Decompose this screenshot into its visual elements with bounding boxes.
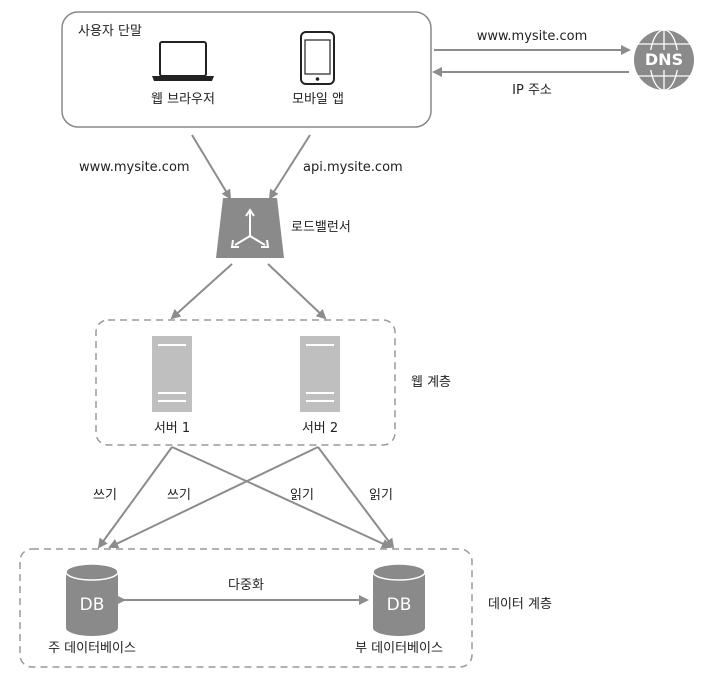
write1-label: 쓰기 — [93, 488, 117, 503]
dns-globe-icon — [634, 29, 694, 91]
server1-icon — [152, 336, 192, 412]
primary-db-icon: DB — [65, 563, 119, 636]
user-terminal-box — [61, 11, 432, 128]
web-browser-label: 웹 브라우저 — [151, 92, 215, 107]
mobile-phone-icon — [300, 31, 335, 85]
load-balancer-icon — [216, 198, 284, 258]
web-route-label: www.mysite.com — [79, 160, 190, 175]
data-tier-box — [19, 548, 473, 668]
replica-db-label: 부 데이터베이스 — [355, 641, 443, 656]
lb-to-server1-arrow — [170, 263, 233, 320]
data-tier-label: 데이터 계층 — [488, 597, 552, 612]
dns-response-label: IP 주소 — [512, 83, 552, 98]
laptop-icon — [152, 41, 214, 81]
load-balancer-label: 로드밸런서 — [291, 220, 351, 235]
primary-db-label: 주 데이터베이스 — [48, 641, 136, 656]
lb-to-server2-arrow — [267, 263, 327, 320]
primary-db-text: DB — [80, 595, 105, 615]
read2-label: 읽기 — [369, 488, 393, 503]
replication-label: 다중화 — [228, 578, 264, 593]
mobile-app-label: 모바일 앱 — [292, 92, 344, 107]
read1-label: 읽기 — [290, 488, 314, 503]
server1-read-arrow — [171, 446, 392, 549]
web-route-arrow — [191, 134, 232, 200]
dns-request-label: www.mysite.com — [476, 29, 588, 44]
replica-db-text: DB — [387, 595, 412, 615]
server2-icon — [300, 336, 340, 412]
web-tier-label: 웹 계층 — [411, 375, 452, 390]
api-route-arrow — [268, 134, 311, 200]
server1-write-arrow — [97, 446, 173, 549]
write2-label: 쓰기 — [167, 488, 191, 503]
web-tier-box — [95, 319, 396, 446]
user-terminal-title: 사용자 단말 — [78, 24, 142, 39]
server2-read-arrow — [317, 446, 395, 549]
server2-label: 서버 2 — [301, 421, 339, 436]
dns-label: DNS — [644, 50, 684, 69]
server1-label: 서버 1 — [153, 421, 191, 436]
replica-db-icon: DB — [372, 563, 426, 636]
api-route-label: api.mysite.com — [303, 160, 403, 175]
server2-write-arrow — [108, 446, 319, 549]
